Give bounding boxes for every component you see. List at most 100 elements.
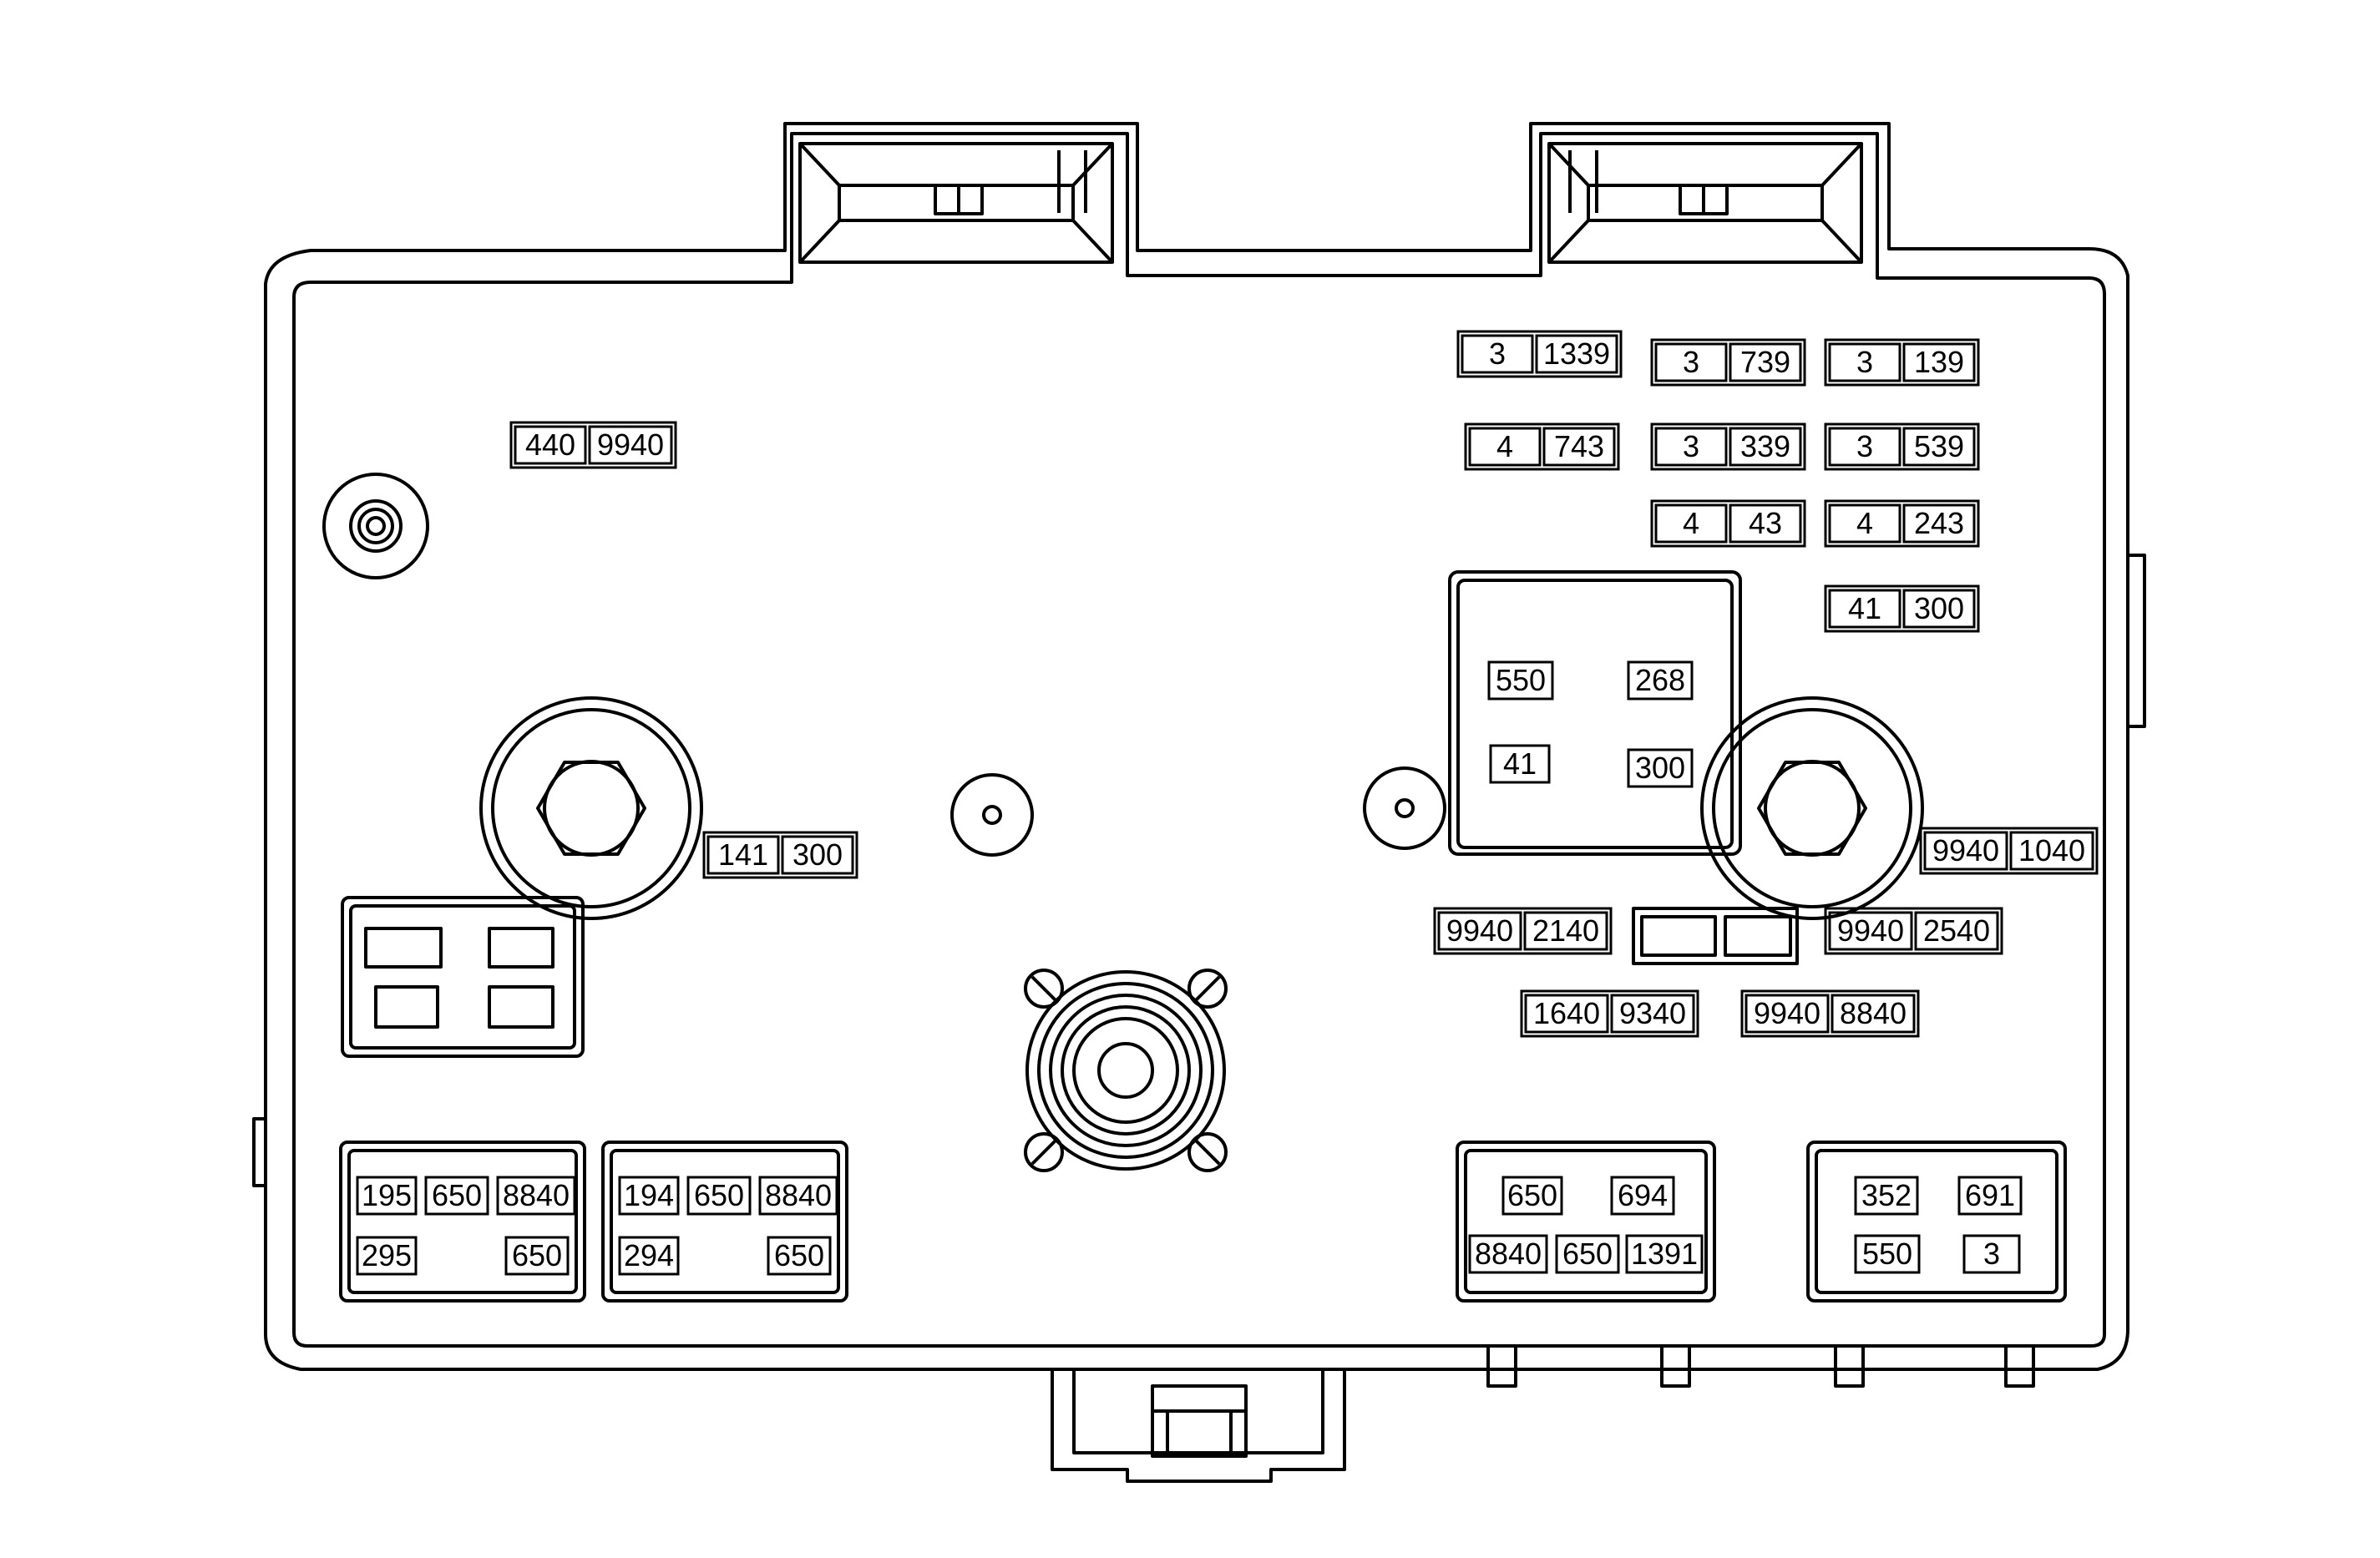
fuse-rating: 539 [1902, 427, 1976, 467]
housing-outline [264, 122, 2129, 1371]
svg-text:4: 4 [1856, 506, 1873, 540]
bottom-tabs [1486, 1346, 2035, 1388]
mid-empty-fuse [1632, 907, 1799, 965]
svg-text:43: 43 [1749, 506, 1782, 540]
fuse-number: 3 [1654, 427, 1728, 467]
fuse-number: 41 [1828, 589, 1901, 629]
svg-text:300: 300 [792, 837, 843, 872]
fuse-pair-mid-right [1433, 907, 1613, 955]
block-label: 8840 [1468, 1234, 1548, 1274]
svg-text:41: 41 [1503, 746, 1537, 781]
svg-text:650: 650 [1507, 1178, 1557, 1212]
right-side-clip [2128, 554, 2146, 728]
svg-text:300: 300 [1914, 591, 1964, 625]
relay-housing [1448, 570, 1742, 856]
svg-text:9940: 9940 [1446, 913, 1513, 948]
fuse-rating: 300 [781, 835, 854, 875]
block-label: 650 [1501, 1176, 1563, 1216]
svg-text:650: 650 [1562, 1237, 1613, 1271]
svg-text:9940: 9940 [597, 427, 664, 462]
block-label: 294 [618, 1236, 680, 1276]
bottom-block-2-frame [601, 1141, 848, 1303]
svg-text:3: 3 [1683, 429, 1699, 463]
svg-text:3: 3 [1683, 345, 1699, 379]
fuse-rating: 300 [1902, 589, 1976, 629]
fuse-rating: 743 [1542, 427, 1616, 467]
block-label: 1391 [1625, 1234, 1704, 1274]
svg-text:295: 295 [362, 1238, 412, 1272]
fuse-rating: 739 [1729, 342, 1802, 382]
svg-text:743: 743 [1554, 429, 1604, 463]
svg-text:3: 3 [1983, 1237, 2000, 1271]
block-label: 694 [1610, 1176, 1675, 1216]
fuse-number: 4 [1828, 503, 1901, 544]
fuse-number: 141 [706, 835, 780, 875]
block-label: 650 [767, 1236, 832, 1276]
fuse-rating: 243 [1902, 503, 1976, 544]
block-label: 8840 [496, 1176, 576, 1216]
fuse-pair-top-right [1824, 422, 1980, 471]
svg-text:440: 440 [525, 427, 575, 462]
svg-text:294: 294 [624, 1238, 674, 1272]
fuse-rating: 43 [1729, 503, 1802, 544]
svg-text:550: 550 [1496, 663, 1546, 697]
fuse-rating: 1339 [1535, 334, 1618, 374]
svg-text:1391: 1391 [1631, 1237, 1698, 1271]
block-label: 195 [356, 1176, 418, 1216]
fuse-pair-mid-right [1740, 989, 1920, 1038]
block-label: 691 [1957, 1176, 2023, 1216]
svg-text:550: 550 [1862, 1237, 1912, 1271]
fuse-pair-top-right [1456, 330, 1623, 378]
fuse-number: 9940 [1744, 994, 1830, 1034]
fuse-pair-left-stud [702, 831, 858, 879]
fuse-pair-mid-right [1824, 907, 2003, 955]
fuse-rating: 2540 [1914, 911, 1999, 951]
fuse-rating: 139 [1902, 342, 1976, 382]
fuse-pair-top-left [509, 421, 677, 469]
svg-text:141: 141 [718, 837, 768, 872]
block-label: 352 [1854, 1176, 1919, 1216]
bottom-block-1-frame [339, 1141, 586, 1303]
svg-text:4: 4 [1683, 506, 1699, 540]
fuse-rating: 9940 [588, 425, 673, 465]
housing-inner-outline [292, 132, 2106, 1348]
mounting-hole-center-icon [950, 773, 1034, 857]
svg-text:650: 650 [512, 1238, 562, 1272]
svg-text:2540: 2540 [1923, 913, 1990, 948]
svg-text:9940: 9940 [1837, 913, 1904, 948]
fuse-pair-top-right [1650, 338, 1806, 387]
svg-text:139: 139 [1914, 345, 1964, 379]
top-right-connector [1547, 142, 1863, 264]
fuse-pair-right-stud [1919, 827, 2099, 875]
svg-text:8840: 8840 [765, 1178, 832, 1212]
fuse-number: 3 [1461, 334, 1534, 374]
bottom-connector [1051, 1369, 1346, 1483]
fuse-number: 3 [1654, 342, 1728, 382]
fuse-pair-top-right [1824, 499, 1980, 548]
fuse-rating: 8840 [1831, 994, 1916, 1034]
fuse-pair-top-right [1650, 499, 1806, 548]
fuse-number: 9940 [1923, 831, 2008, 871]
fuse-number: 9940 [1437, 911, 1522, 951]
svg-text:9940: 9940 [1754, 996, 1820, 1030]
bottom-block-4-frame [1806, 1141, 2067, 1303]
fuse-rating: 1040 [2009, 831, 2094, 871]
bottom-block-3-frame [1456, 1141, 1716, 1303]
svg-text:2140: 2140 [1532, 913, 1599, 948]
svg-text:3: 3 [1489, 336, 1506, 371]
svg-text:691: 691 [1965, 1178, 2015, 1212]
fuse-number: 3 [1828, 342, 1901, 382]
svg-text:650: 650 [432, 1178, 482, 1212]
fuse-number: 1640 [1524, 994, 1609, 1034]
svg-text:1040: 1040 [2018, 833, 2085, 868]
block-label: 650 [504, 1236, 570, 1276]
svg-text:3: 3 [1856, 429, 1873, 463]
block-label: 3 [1962, 1234, 2021, 1274]
right-battery-stud-icon [1700, 696, 1924, 920]
relay-label: 300 [1627, 748, 1694, 788]
block-label: 650 [686, 1176, 752, 1216]
fuse-rating: 2140 [1523, 911, 1608, 951]
svg-text:4: 4 [1496, 429, 1513, 463]
svg-text:194: 194 [624, 1178, 674, 1212]
